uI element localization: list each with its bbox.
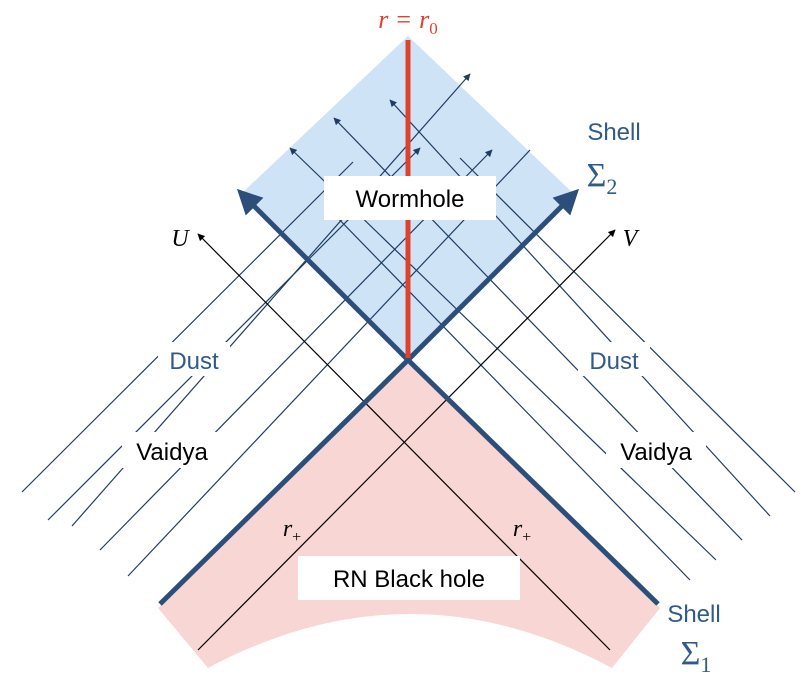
vaidya-right-box <box>606 432 706 468</box>
shell-sigma-1-left <box>158 358 410 606</box>
u-axis-label: U <box>171 226 190 252</box>
shell-sigma-2-right <box>406 188 580 362</box>
horizon-right-label: r+ <box>513 516 531 546</box>
shell2-word: Shell <box>587 119 640 146</box>
wormhole-label-box <box>324 176 496 220</box>
throat-label: r=r0 <box>378 5 437 38</box>
v-axis-label: V <box>623 226 640 252</box>
shell1-symbol: Σ1 <box>681 635 712 677</box>
dust-left-label: Dust <box>169 348 219 375</box>
dust-left-box <box>158 342 230 376</box>
dust-right-label: Dust <box>589 348 639 375</box>
blackhole-region <box>158 360 660 668</box>
vaidya-left-box <box>122 432 222 468</box>
wormhole-label: Wormhole <box>356 186 465 213</box>
blackhole-label-box <box>298 556 520 600</box>
horizon-left-label: r+ <box>283 516 301 546</box>
shell-sigma-2-left <box>236 188 410 362</box>
shell-sigma-1-right <box>406 358 660 606</box>
blackhole-label: RN Black hole <box>333 566 485 593</box>
shell2-symbol: Σ2 <box>587 157 618 199</box>
vaidya-right-label: Vaidya <box>620 439 692 466</box>
vaidya-left-label: Vaidya <box>136 439 208 466</box>
shell1-word: Shell <box>667 601 720 628</box>
dust-right-box <box>578 342 650 376</box>
v-axis <box>197 229 616 651</box>
